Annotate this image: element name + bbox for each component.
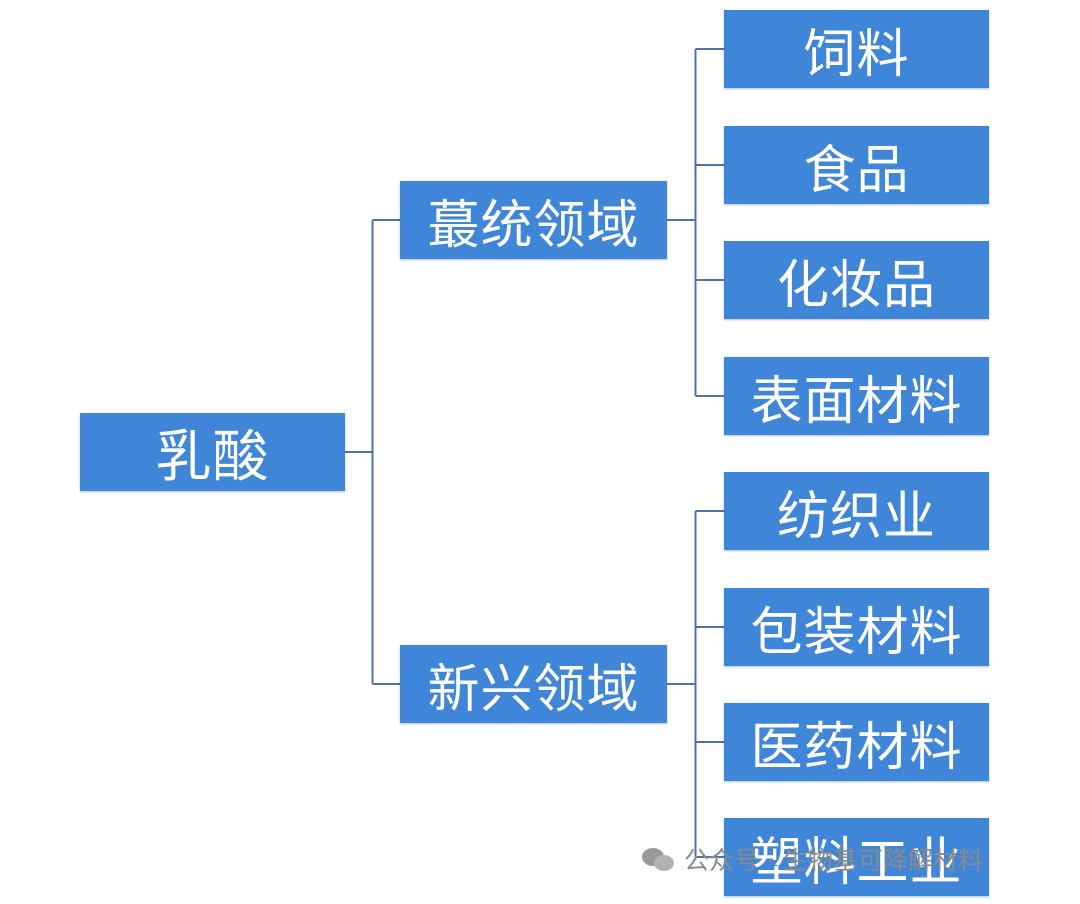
leaf-node: 包装材料 [724, 588, 989, 666]
leaf-label: 化妆品 [776, 255, 936, 316]
leaf-label: 纺织业 [776, 486, 936, 547]
leaf-node: 食品 [724, 126, 989, 204]
leaf-node: 医药材料 [724, 703, 989, 781]
leaf-label: 饲料 [803, 24, 910, 85]
leaf-node: 表面材料 [724, 357, 989, 435]
leaf-label: 塑料工业 [750, 832, 963, 893]
leaf-label: 食品 [803, 140, 910, 201]
leaf-node: 化妆品 [724, 241, 989, 319]
watermark-text: 公众号 · 生物基可降解材料 [684, 846, 983, 875]
wechat-icon [642, 846, 676, 872]
leaf-node: 饲料 [724, 10, 989, 88]
leaf-label: 包装材料 [750, 602, 963, 663]
leaf-label: 医药材料 [750, 717, 963, 778]
branch-label: 蕞统领域 [427, 195, 640, 256]
root-node: 乳酸 [80, 413, 345, 491]
root-label: 乳酸 [155, 424, 270, 490]
branch-node-traditional: 蕞统领域 [400, 181, 667, 259]
branch-node-emerging: 新兴领域 [400, 645, 667, 723]
watermark: 公众号 · 生物基可降解材料 [642, 843, 983, 875]
leaf-node: 纺织业 [724, 472, 989, 550]
traditional-connector [667, 48, 724, 397]
branch-label: 新兴领域 [427, 659, 640, 720]
leaf-node: 塑料工业 [724, 818, 989, 896]
leaf-label: 表面材料 [750, 371, 963, 432]
emerging-connector [667, 510, 724, 858]
root-connector [345, 219, 400, 685]
